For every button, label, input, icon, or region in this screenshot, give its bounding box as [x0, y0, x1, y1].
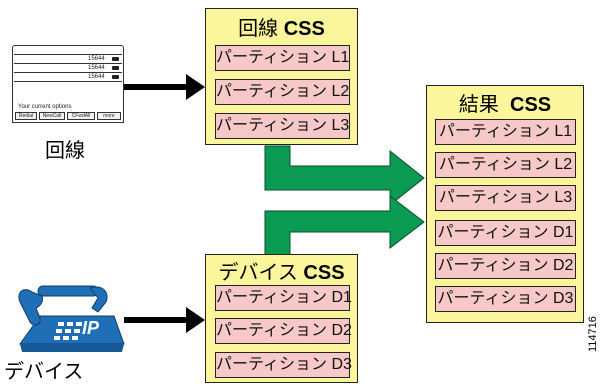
line-number: 15644 — [88, 74, 105, 80]
device-css-panel: デバイス CSS パーティション D1 パーティション D2 パーティション D… — [205, 254, 358, 383]
line-css-title: 回線 CSS — [206, 12, 357, 41]
softkey-redial: Redial — [15, 112, 37, 120]
ip-badge: IP — [82, 318, 100, 338]
result-partition-d2: パーティション D2 — [435, 253, 576, 279]
result-partition-l3: パーティション L3 — [435, 185, 576, 211]
handset-icon — [112, 75, 119, 79]
figure-number: 114716 — [587, 316, 599, 352]
handset-icon — [112, 66, 119, 70]
partition-l1: パーティション L1 — [215, 45, 350, 71]
result-partition-d3: パーティション D3 — [435, 286, 576, 312]
partition-d2: パーティション D2 — [215, 318, 352, 344]
result-css-title-ja: 結果 — [458, 94, 499, 116]
result-partition-d1: パーティション D1 — [435, 220, 576, 246]
device-css-title-css: CSS — [303, 262, 345, 284]
result-css-panel: 結果 CSS パーティション L1 パーティション L2 パーティション L3 … — [426, 85, 584, 323]
softkey-more: more — [97, 112, 121, 120]
screen-divider — [14, 81, 122, 82]
handset-icon — [112, 57, 119, 61]
line-to-result-arrow — [264, 145, 425, 207]
partition-l2: パーティション L2 — [215, 79, 350, 105]
line-phone-screen — [12, 45, 124, 123]
partition-d3: パーティション D3 — [215, 352, 352, 378]
result-css-title-css: CSS — [510, 94, 552, 116]
device-css-title: デバイス CSS — [206, 256, 357, 285]
softkey-cfwdall: CFwdAll — [67, 112, 95, 120]
line-number: 15644 — [88, 65, 105, 71]
status-text: Your current options — [18, 104, 72, 110]
line-input-arrow — [124, 74, 205, 100]
screen-divider — [14, 54, 122, 55]
result-partition-l2: パーティション L2 — [435, 152, 576, 178]
ip-phone-icon — [18, 285, 125, 352]
result-css-title: 結果 CSS — [427, 88, 583, 117]
screen-divider — [14, 63, 122, 64]
line-css-panel: 回線 CSS パーティション L1 パーティション L2 パーティション L3 — [205, 8, 358, 145]
screen-divider — [14, 72, 122, 73]
result-partition-l1: パーティション L1 — [435, 119, 576, 145]
partition-l3: パーティション L3 — [215, 113, 350, 139]
line-css-title-ja: 回線 — [238, 18, 279, 40]
device-css-title-ja: デバイス — [218, 262, 298, 284]
line-css-title-css: CSS — [283, 18, 325, 40]
line-number: 15644 — [88, 56, 105, 62]
handset-icons — [112, 57, 119, 79]
device-input-arrow — [124, 307, 205, 333]
partition-d1: パーティション D1 — [215, 285, 352, 311]
device-caption: デバイス — [4, 361, 84, 383]
device-to-result-arrow — [264, 194, 425, 257]
line-caption: 回線 — [45, 140, 85, 162]
softkey-newcall: NewCall — [39, 112, 65, 120]
